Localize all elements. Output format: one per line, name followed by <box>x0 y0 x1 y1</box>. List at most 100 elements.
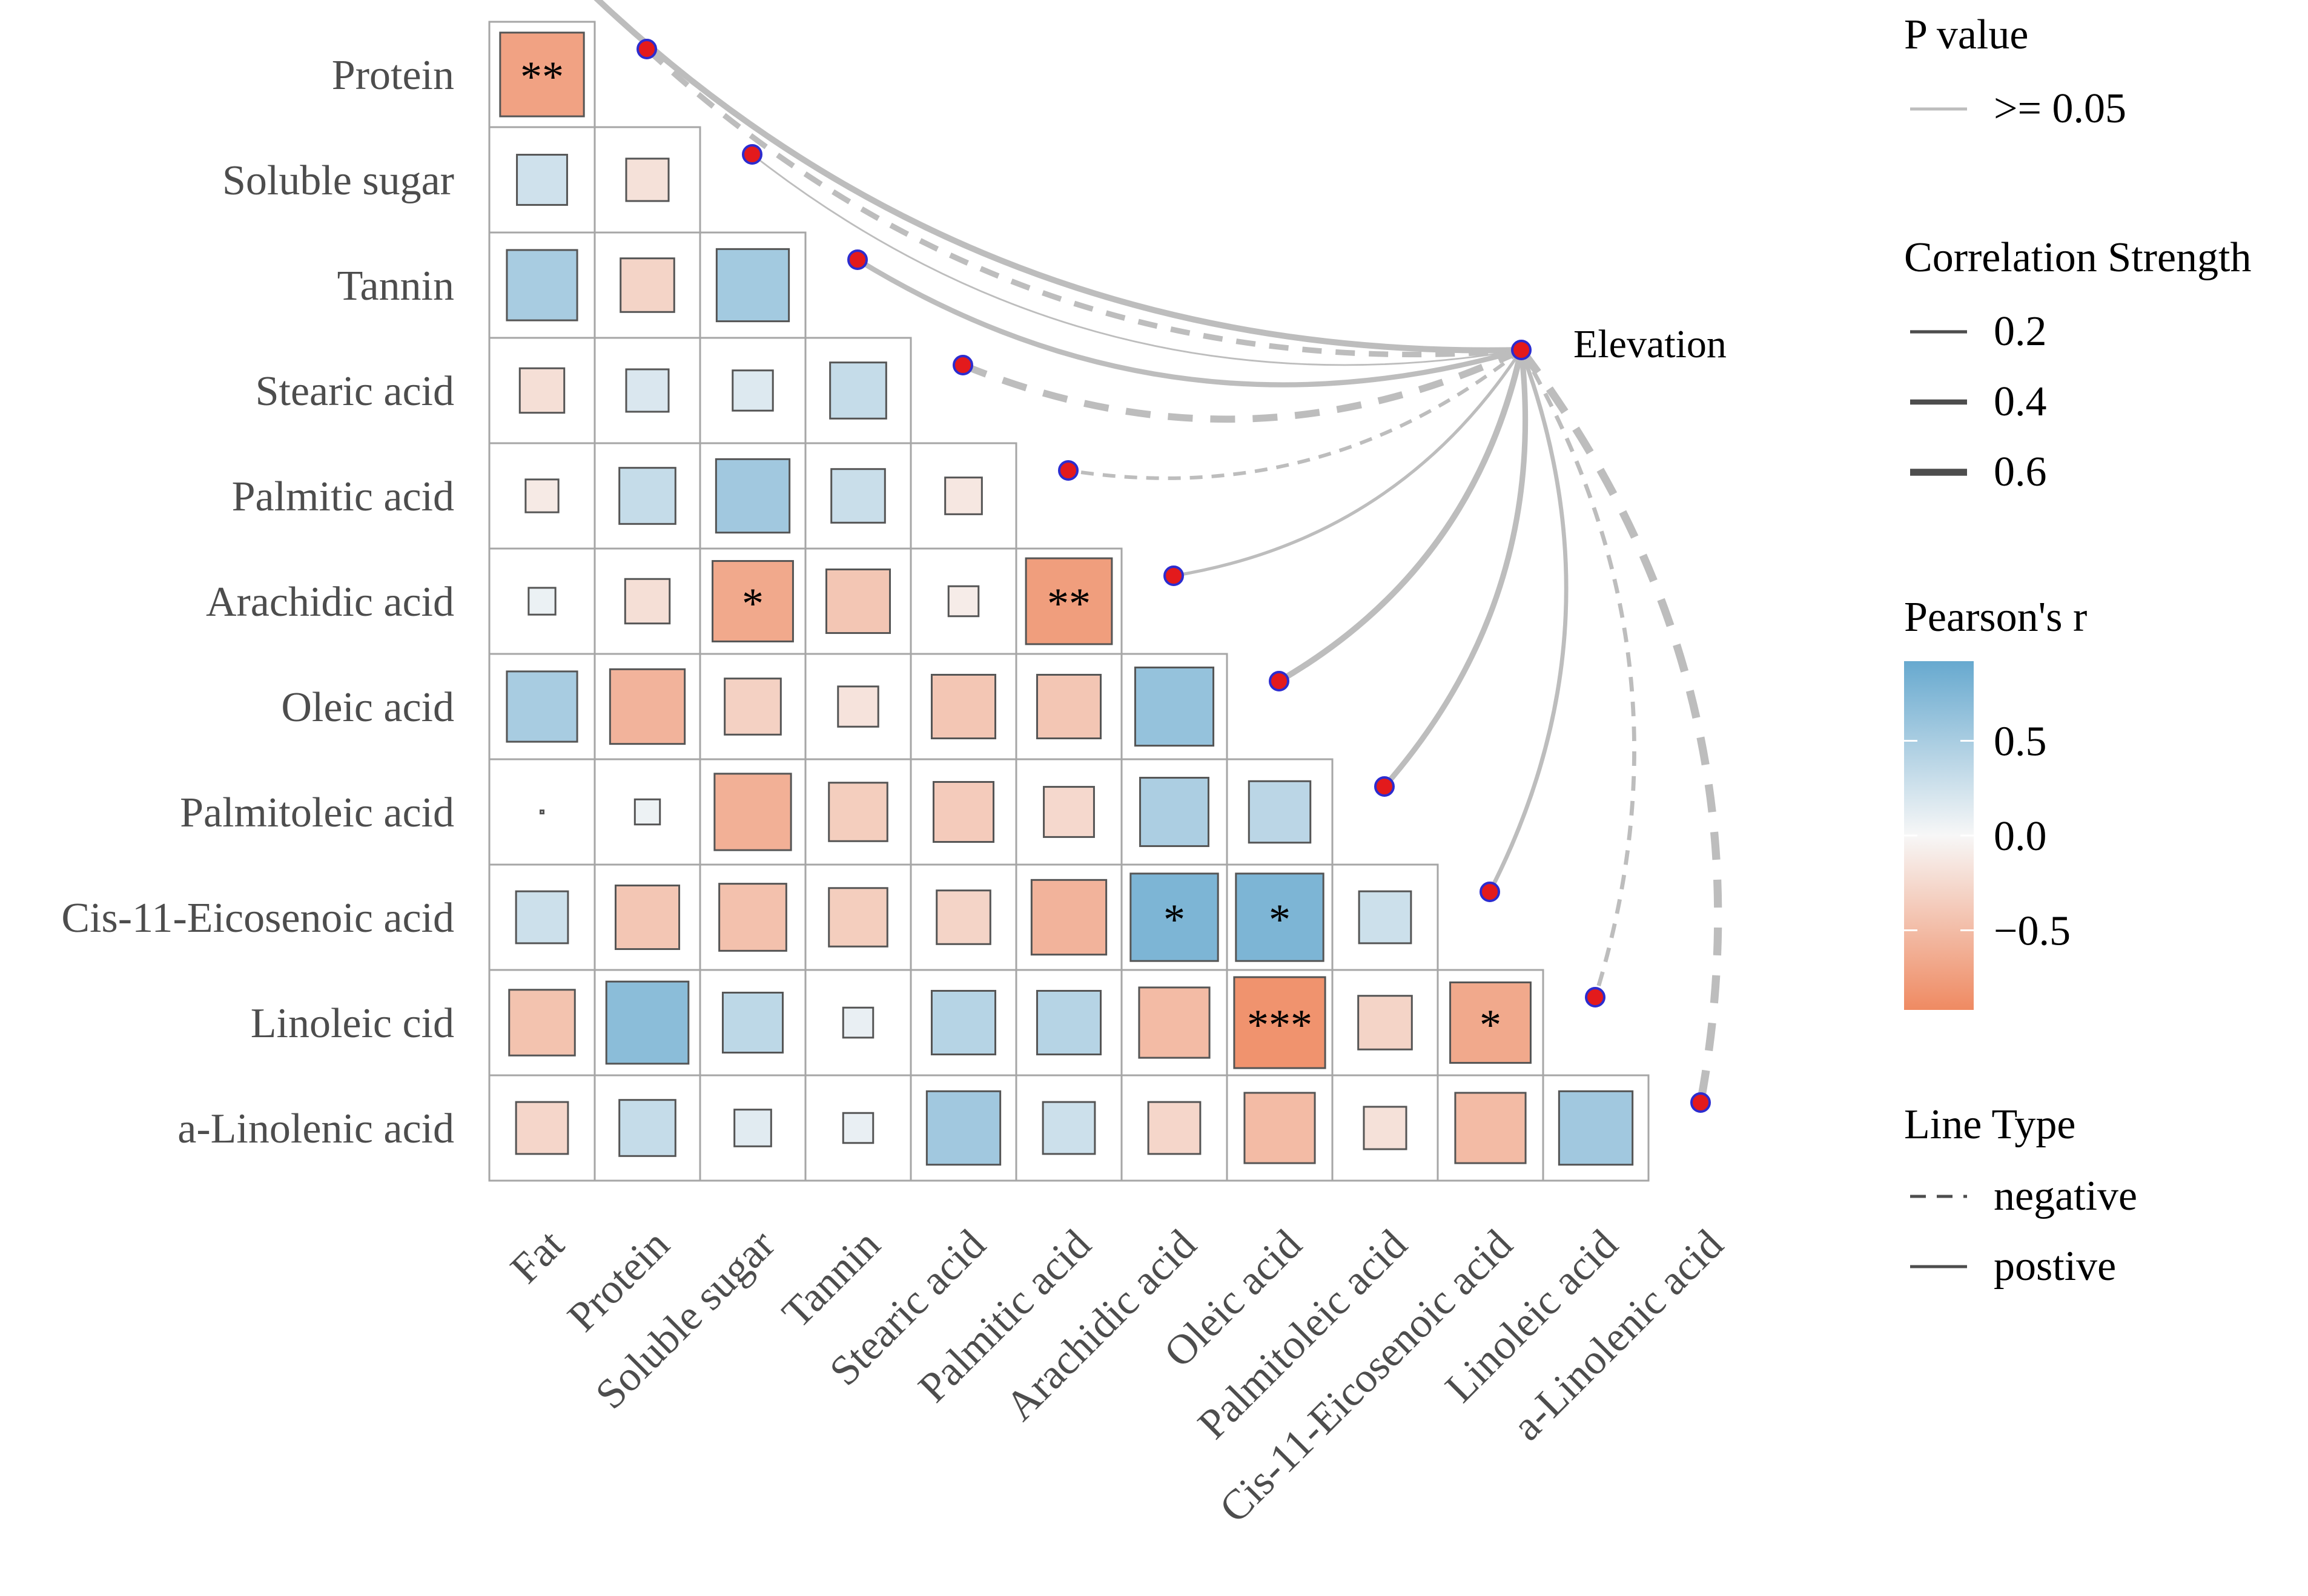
heatmap-grid: *********** <box>488 21 1650 1182</box>
row-label-arachidic-acid: Arachidic acid <box>206 579 454 625</box>
row-label-tannin: Tannin <box>337 263 454 309</box>
link-elevation-oleic-acid <box>1277 349 1524 684</box>
legend-strength-item: 0.2 <box>1994 308 2047 355</box>
link-elevation-protein <box>644 47 1522 358</box>
legend-pearson-tick: 0.0 <box>1994 813 2047 860</box>
corr-square-palmitoleic-acid-soluble-sugar <box>713 773 792 851</box>
corr-square-tannin-soluble-sugar <box>715 248 790 323</box>
corr-square-oleic-acid-stearic-acid <box>930 673 997 740</box>
corr-square-oleic-acid-soluble-sugar <box>724 678 782 736</box>
row-label-oleic-acid: Oleic acid <box>281 684 454 731</box>
corr-square-cis-11-eicosenoic-acid-stearic-acid <box>936 889 991 945</box>
link-elevation-linoleic-cid <box>1519 349 1636 998</box>
corr-square-palmitic-acid-soluble-sugar <box>715 458 791 534</box>
link-elevation-cis-11-eicosenoic-acid <box>1487 349 1569 893</box>
corr-square-palmitoleic-acid-palmitic-acid <box>1043 786 1095 838</box>
legend-strength-item: 0.4 <box>1994 378 2047 425</box>
corr-square-protein-fat <box>499 31 585 117</box>
node-soluble-sugar <box>742 144 762 165</box>
corr-square-oleic-acid-tannin <box>837 685 879 728</box>
significance-stars: *** <box>1247 1001 1312 1049</box>
corr-square-cis-11-eicosenoic-acid-palmitoleic-acid <box>1358 890 1412 945</box>
corr-square-linoleic-cid-cis-11-eicosenoic-acid <box>1449 981 1532 1064</box>
corr-square-linoleic-cid-palmitoleic-acid <box>1357 995 1413 1050</box>
corr-square-a-linolenic-acid-soluble-sugar <box>733 1109 772 1147</box>
significance-stars: * <box>1269 895 1291 944</box>
legend-pvalue-title: P value <box>1904 12 2028 58</box>
corr-square-soluble-sugar-fat <box>516 154 568 206</box>
corr-square-palmitic-acid-stearic-acid <box>944 476 983 515</box>
corr-square-stearic-acid-fat <box>518 367 566 414</box>
corr-square-stearic-acid-protein <box>625 368 670 413</box>
significance-stars: * <box>1163 895 1185 944</box>
corr-square-linoleic-cid-palmitic-acid <box>1036 989 1102 1056</box>
col-label-fat: Fat <box>502 1221 574 1292</box>
corr-square-soluble-sugar-protein <box>625 157 670 202</box>
node-a-linolenic-acid <box>1690 1092 1711 1113</box>
link-elevation-palmitoleic-acid <box>1382 349 1529 789</box>
corr-square-palmitoleic-acid-oleic-acid <box>1248 780 1312 844</box>
corr-square-palmitoleic-acid-arachidic-acid <box>1139 777 1209 847</box>
corr-square-arachidic-acid-stearic-acid <box>947 585 980 618</box>
node-arachidic-acid <box>1163 566 1184 586</box>
legend-strength-title: Correlation Strength <box>1904 234 2252 281</box>
corr-square-cis-11-eicosenoic-acid-arachidic-acid <box>1129 872 1219 962</box>
corr-square-linoleic-cid-fat <box>508 989 576 1057</box>
node-oleic-acid <box>1269 671 1289 691</box>
corr-square-cis-11-eicosenoic-acid-palmitic-acid <box>1030 879 1108 956</box>
corr-square-stearic-acid-tannin <box>829 361 887 420</box>
corr-square-stearic-acid-soluble-sugar <box>732 369 774 412</box>
corr-square-arachidic-acid-palmitic-acid <box>1025 557 1113 645</box>
corr-square-a-linolenic-acid-oleic-acid <box>1243 1092 1316 1164</box>
corr-square-palmitic-acid-protein <box>618 467 676 525</box>
corr-square-linoleic-cid-oleic-acid <box>1233 976 1326 1069</box>
link-elevation-arachidic-acid <box>1173 349 1523 578</box>
legend-pvalue-item: >= 0.05 <box>1994 85 2126 132</box>
elevation-label: Elevation <box>1573 322 1727 366</box>
corr-square-oleic-acid-fat <box>506 670 578 743</box>
node-palmitic-acid <box>1058 460 1079 481</box>
node-stearic-acid <box>953 355 973 375</box>
corr-square-oleic-acid-arachidic-acid <box>1134 666 1215 747</box>
corr-square-palmitic-acid-tannin <box>830 468 886 524</box>
row-label-a-linolenic-acid: a-Linolenic acid <box>177 1106 454 1152</box>
corr-square-palmitoleic-acid-protein <box>633 798 661 826</box>
row-label-palmitoleic-acid: Palmitoleic acid <box>180 790 454 836</box>
link-elevation-palmitic-acid <box>1068 348 1523 480</box>
corr-square-arachidic-acid-soluble-sugar <box>712 560 794 642</box>
corr-square-palmitoleic-acid-fat <box>540 810 544 814</box>
link-elevation-soluble-sugar <box>752 153 1522 366</box>
corr-square-cis-11-eicosenoic-acid-soluble-sugar <box>718 883 787 952</box>
corr-square-arachidic-acid-protein <box>624 578 671 625</box>
node-cis-11-eicosenoic-acid <box>1480 882 1500 902</box>
link-elevation-stearic-acid <box>961 346 1523 423</box>
corr-square-a-linolenic-acid-tannin <box>842 1112 875 1144</box>
legend-pearson-title: Pearson's r <box>1904 594 2087 641</box>
corr-square-cis-11-eicosenoic-acid-protein <box>614 884 681 951</box>
corr-square-a-linolenic-acid-linoleic-cid <box>1558 1090 1634 1166</box>
corr-square-a-linolenic-acid-cis-11-eicosenoic-acid <box>1454 1092 1527 1164</box>
corr-square-a-linolenic-acid-fat <box>515 1101 569 1155</box>
row-label-protein: Protein <box>332 52 454 99</box>
corr-square-linoleic-cid-tannin <box>842 1006 875 1039</box>
corr-square-arachidic-acid-fat <box>527 587 557 616</box>
corr-square-palmitoleic-acid-tannin <box>828 782 888 842</box>
row-label-palmitic-acid: Palmitic acid <box>232 473 454 520</box>
row-label-stearic-acid: Stearic acid <box>256 368 454 415</box>
corr-square-linoleic-cid-protein <box>605 980 690 1065</box>
corr-square-cis-11-eicosenoic-acid-fat <box>515 890 569 945</box>
significance-stars: * <box>742 579 764 628</box>
row-label-soluble-sugar: Soluble sugar <box>222 157 454 204</box>
corr-square-oleic-acid-protein <box>609 668 686 745</box>
variable-nodes: Elevation <box>637 39 1727 1113</box>
corr-square-cis-11-eicosenoic-acid-oleic-acid <box>1235 872 1324 962</box>
node-linoleic-cid <box>1585 987 1605 1007</box>
elevation-links <box>594 0 1722 1104</box>
corr-square-a-linolenic-acid-palmitic-acid <box>1042 1101 1096 1155</box>
corr-square-palmitoleic-acid-stearic-acid <box>932 780 995 843</box>
legend-linetype-item: negative <box>1994 1173 2137 1219</box>
corr-square-linoleic-cid-stearic-acid <box>930 989 997 1056</box>
cell-tannin-protein <box>594 231 701 339</box>
